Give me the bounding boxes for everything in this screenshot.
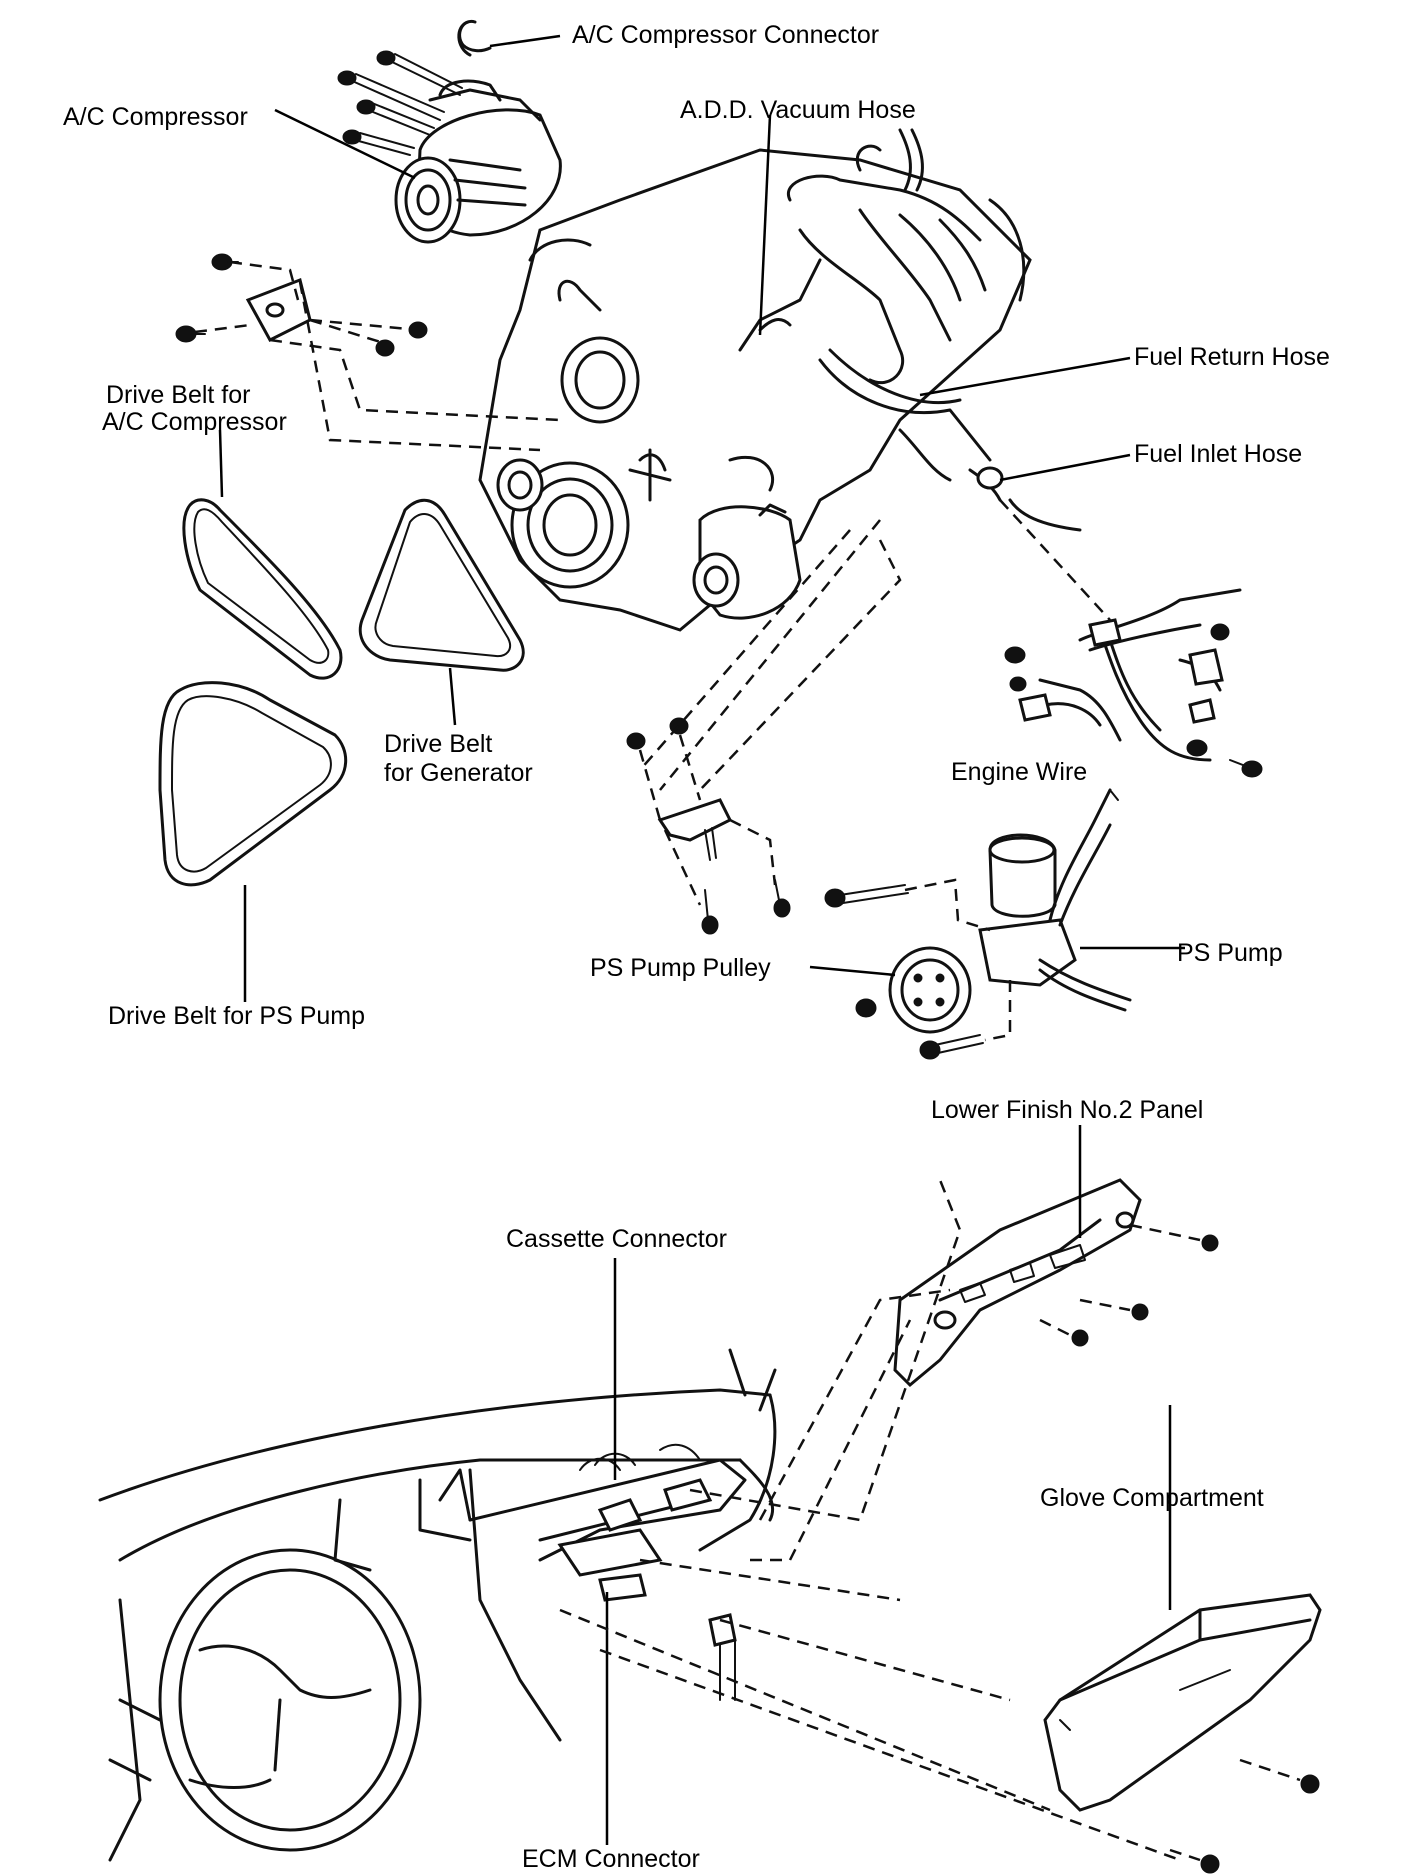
- drive-belt-ps-pump-part: [158, 681, 348, 1002]
- label-drive-belt-ac-line1: Drive Belt for: [106, 381, 251, 409]
- ac-compressor-part: [274, 50, 562, 244]
- label-fuel-inlet-hose: Fuel Inlet Hose: [1134, 440, 1303, 468]
- label-ecm-connector: ECM Connector: [522, 1845, 700, 1873]
- engine-wire-part: [999, 499, 1263, 778]
- ps-pump-part: [824, 788, 1185, 1060]
- label-cassette-connector: Cassette Connector: [506, 1225, 727, 1253]
- dashboard-part: [98, 1179, 1181, 1862]
- label-add-vacuum-hose: A.D.D. Vacuum Hose: [680, 96, 916, 124]
- ps-pump-bracket-part: [626, 519, 902, 935]
- lower-finish-panel-part: [893, 1125, 1219, 1388]
- label-ac-compressor-connector: A/C Compressor Connector: [572, 21, 880, 49]
- label-glove-compartment: Glove Compartment: [1040, 1484, 1264, 1512]
- label-engine-wire: Engine Wire: [951, 758, 1088, 786]
- label-ps-pump-pulley: PS Pump Pulley: [590, 954, 771, 982]
- label-lower-finish-panel: Lower Finish No.2 Panel: [931, 1096, 1204, 1124]
- label-drive-belt-ps: Drive Belt for PS Pump: [108, 1002, 366, 1030]
- drive-belt-ac-compressor-part: [182, 429, 343, 680]
- ac-compressor-connector-part: [457, 19, 561, 57]
- ps-pump-pulley-part: [809, 946, 972, 1034]
- label-ac-compressor: A/C Compressor: [63, 103, 248, 131]
- drive-belt-generator-part: [358, 499, 525, 726]
- glove-compartment-part: [1043, 1405, 1322, 1874]
- engine-block-part: [478, 114, 1082, 632]
- compressor-bracket-part: [175, 253, 561, 452]
- label-fuel-return-hose: Fuel Return Hose: [1134, 343, 1330, 371]
- label-ps-pump: PS Pump: [1177, 939, 1283, 967]
- label-drive-belt-gen-line1: Drive Belt: [384, 730, 493, 758]
- label-drive-belt-gen-line2: for Generator: [384, 759, 533, 787]
- label-drive-belt-ac-line2: A/C Compressor: [102, 408, 287, 436]
